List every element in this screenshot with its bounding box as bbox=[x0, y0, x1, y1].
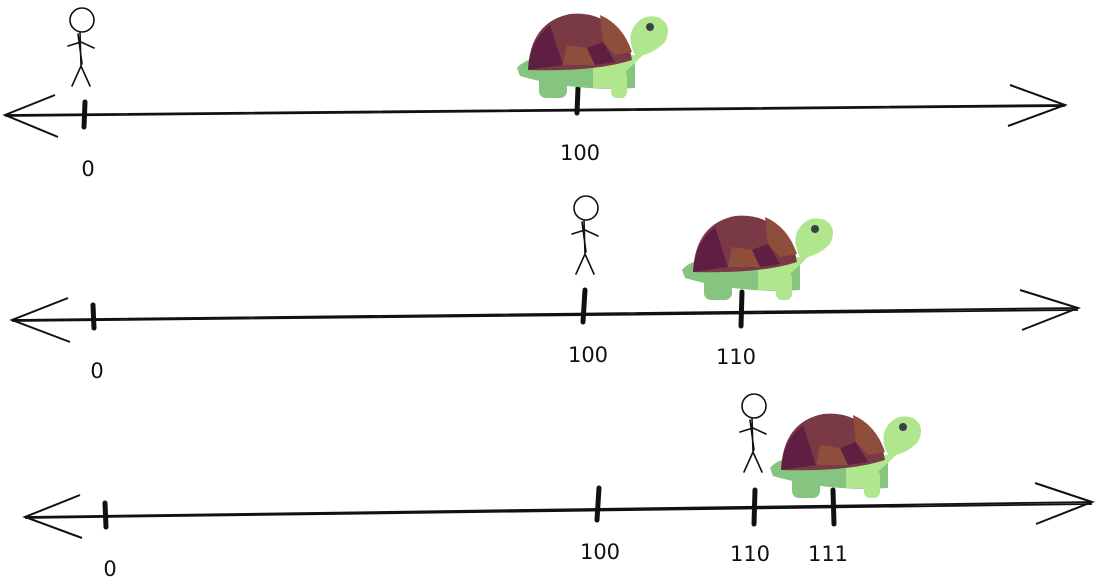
tick-110 bbox=[751, 487, 758, 527]
tick-100 bbox=[594, 485, 602, 523]
label-0: 0 bbox=[90, 359, 103, 383]
right-arrowhead bbox=[1034, 482, 1095, 525]
number-line-row-1: 0 100 bbox=[2, 7, 1068, 181]
achilles-stick-figure bbox=[571, 195, 599, 275]
label-110: 110 bbox=[730, 542, 770, 566]
right-arrowhead bbox=[1007, 84, 1068, 127]
label-111: 111 bbox=[808, 542, 848, 566]
left-arrowhead bbox=[2, 94, 59, 138]
label-100: 100 bbox=[580, 540, 620, 564]
label-100: 100 bbox=[560, 141, 600, 165]
number-line bbox=[4, 104, 1066, 117]
tick-110 bbox=[738, 289, 745, 329]
label-110: 110 bbox=[716, 345, 756, 369]
number-line bbox=[11, 307, 1079, 322]
right-arrowhead bbox=[1019, 289, 1082, 331]
achilles-stick-figure bbox=[739, 393, 767, 473]
tick-100 bbox=[574, 85, 581, 116]
label-100: 100 bbox=[568, 343, 608, 367]
tick-111 bbox=[830, 487, 837, 527]
tick-100 bbox=[580, 287, 588, 325]
label-0: 0 bbox=[103, 557, 116, 581]
tick-0 bbox=[81, 99, 88, 130]
number-line-row-2: 0 100 110 bbox=[9, 195, 1082, 383]
label-0: 0 bbox=[81, 157, 94, 181]
left-arrowhead bbox=[9, 297, 71, 343]
tortoise-icon bbox=[682, 215, 834, 300]
tick-0 bbox=[102, 500, 109, 530]
number-line bbox=[24, 501, 1093, 519]
number-line-row-3: 0 100 110 111 bbox=[22, 393, 1095, 581]
tick-0 bbox=[90, 302, 97, 331]
tortoise-icon bbox=[517, 13, 669, 98]
left-arrowhead bbox=[22, 494, 83, 539]
achilles-stick-figure bbox=[67, 7, 95, 87]
tortoise-icon bbox=[770, 413, 922, 498]
